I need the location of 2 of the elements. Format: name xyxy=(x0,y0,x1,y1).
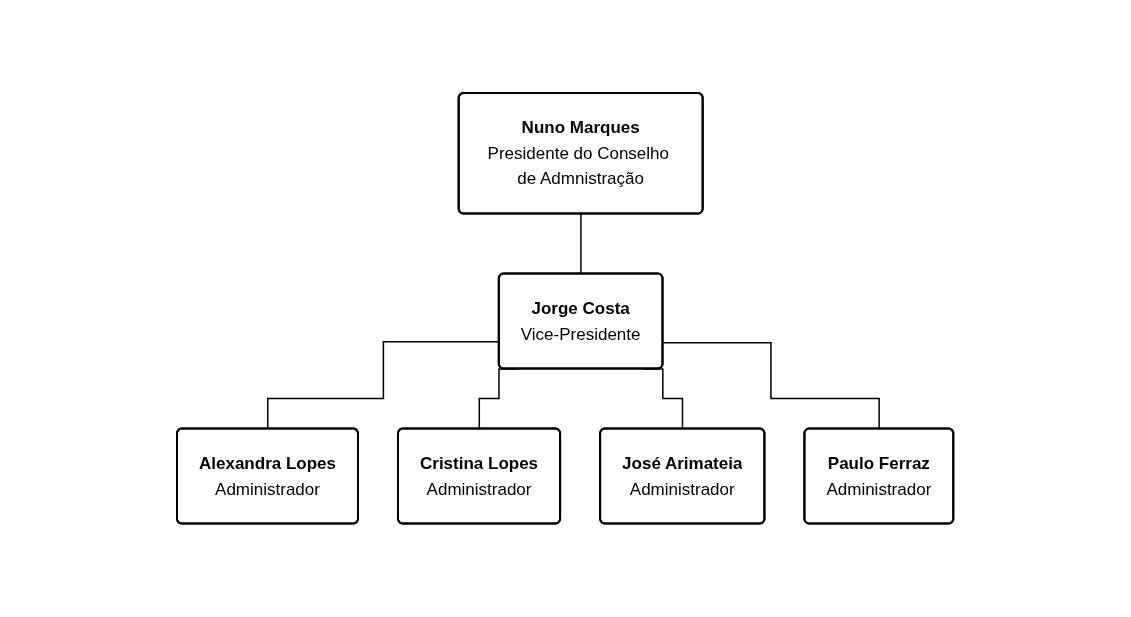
connector xyxy=(662,342,881,430)
connector xyxy=(580,213,583,275)
